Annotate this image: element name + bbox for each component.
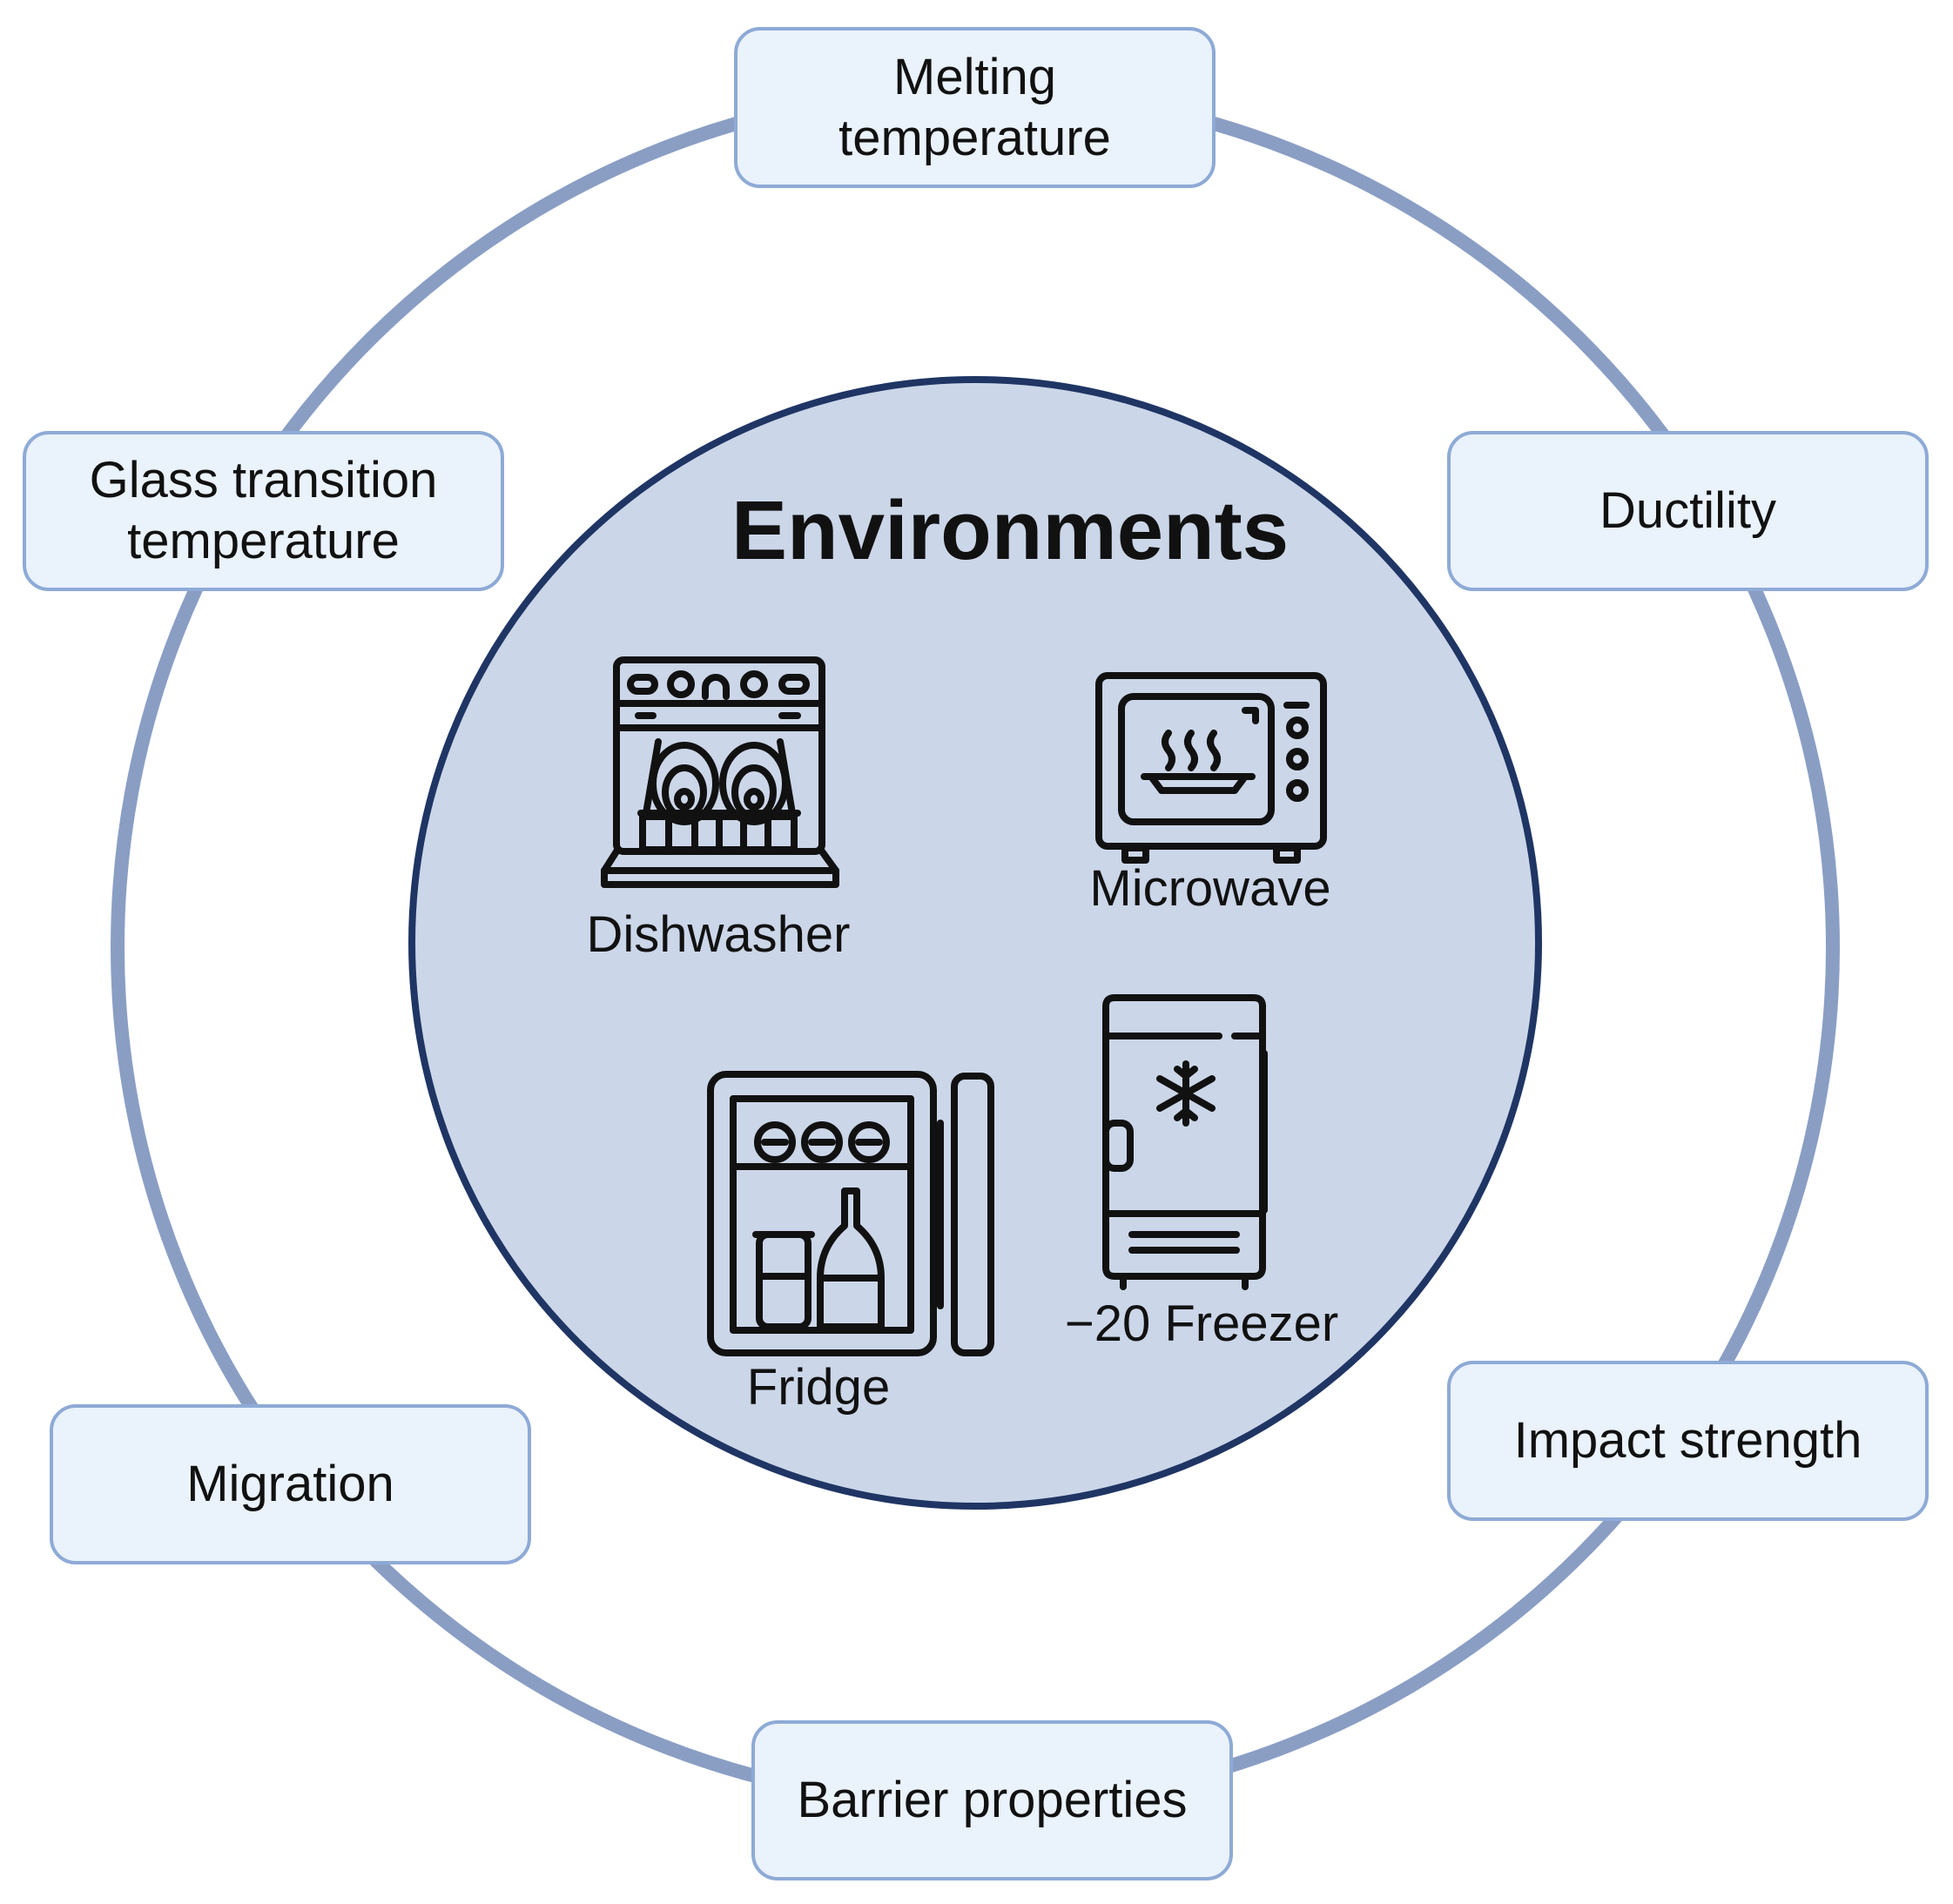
property-label: Glass transition temperature — [89, 452, 438, 569]
property-label: Migration — [186, 1456, 394, 1513]
environments-title: Environments — [731, 484, 1290, 577]
dishwasher-label: Dishwasher — [586, 906, 851, 963]
dishwasher-icon — [601, 656, 839, 888]
property-migration: Migration — [50, 1404, 531, 1564]
property-impact-strength: Impact strength — [1447, 1361, 1929, 1521]
freezer-label: −20 Freezer — [1064, 1295, 1339, 1352]
property-ductility: Ductility — [1447, 431, 1929, 591]
property-label: Impact strength — [1513, 1412, 1862, 1470]
microwave-label: Microwave — [1089, 860, 1331, 917]
snowflake-icon — [1156, 1060, 1216, 1127]
freezer-icon — [1102, 994, 1268, 1290]
fridge-icon — [707, 1071, 994, 1356]
microwave-icon — [1095, 672, 1327, 864]
property-label: Melting temperature — [838, 48, 1111, 166]
property-melting-temperature: Melting temperature — [734, 27, 1216, 188]
property-barrier-properties: Barrier properties — [751, 1720, 1233, 1880]
property-label: Barrier properties — [797, 1772, 1188, 1829]
fridge-label: Fridge — [746, 1359, 891, 1416]
property-glass-transition-temperature: Glass transition temperature — [23, 431, 504, 591]
property-label: Ductility — [1599, 482, 1777, 540]
